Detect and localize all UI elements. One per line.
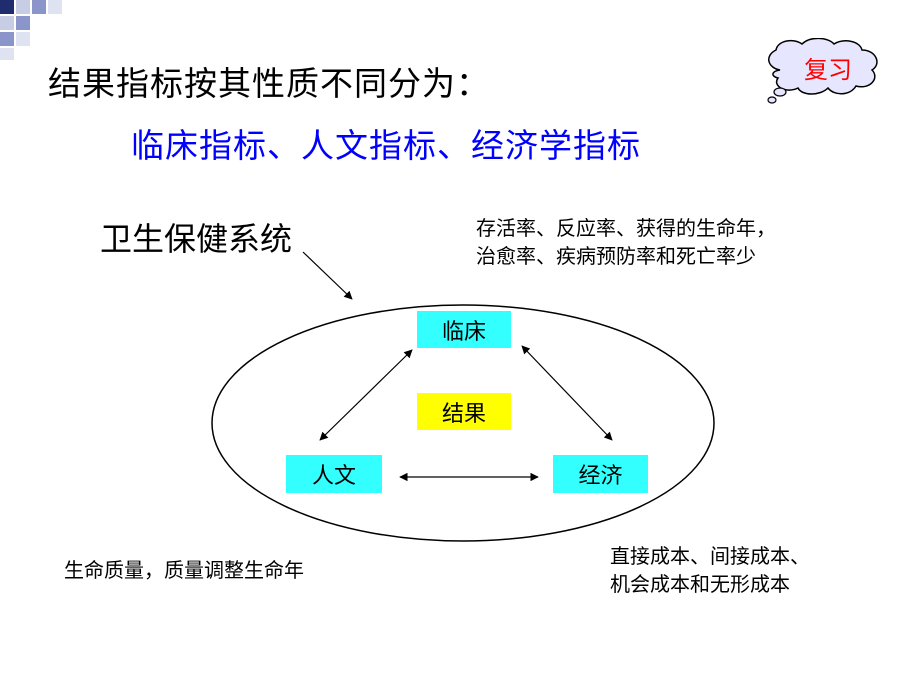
node-outcome: 结果 (417, 393, 511, 430)
economic-note-line: 直接成本、间接成本、 (610, 544, 810, 568)
economic-note-line: 机会成本和无形成本 (610, 572, 790, 596)
corner-decoration (0, 0, 62, 60)
review-badge-label: 复习 (804, 56, 852, 84)
clinical-economic-arrow (521, 345, 613, 441)
humanistic-note: 生命质量，质量调整生命年 (64, 556, 304, 584)
system-ellipse (211, 304, 715, 542)
review-cloud-icon (767, 38, 878, 104)
node-clinical: 临床 (417, 311, 511, 348)
clinical-note: 存活率、反应率、获得的生命年， 治愈率、疾病预防率和死亡率少 (476, 214, 776, 270)
slide-subtitle: 临床指标、人文指标、经济学指标 (131, 126, 641, 165)
clinical-humanistic-arrow (319, 349, 413, 441)
node-economic: 经济 (553, 455, 648, 493)
clinical-note-line: 治愈率、疾病预防率和死亡率少 (476, 244, 756, 268)
health-system-label: 卫生保健系统 (100, 220, 293, 258)
node-humanistic: 人文 (286, 455, 382, 493)
slide-title: 结果指标按其性质不同分为： (48, 64, 490, 103)
clinical-note-line: 存活率、反应率、获得的生命年， (476, 216, 776, 240)
system-pointer-arrow (302, 251, 353, 300)
economic-note: 直接成本、间接成本、 机会成本和无形成本 (610, 542, 810, 598)
humanistic-note-line: 生命质量，质量调整生命年 (64, 558, 304, 582)
